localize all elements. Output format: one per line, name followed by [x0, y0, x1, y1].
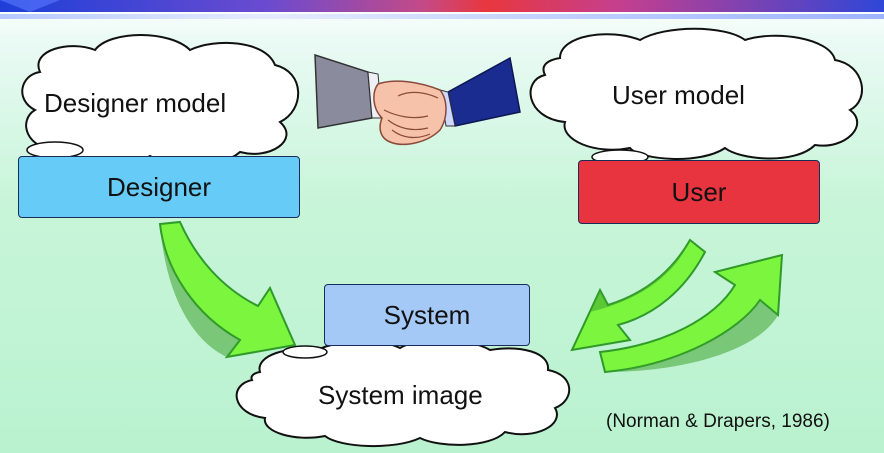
citation-text: (Norman & Drapers, 1986) — [606, 411, 830, 432]
designer-model-cloud — [21, 34, 300, 167]
system-box: System — [324, 284, 530, 346]
header-gradient-bar — [0, 0, 884, 12]
designer-model-label: Designer model — [44, 88, 227, 118]
star-decoration-icon — [0, 0, 60, 12]
designer-label: Designer — [106, 171, 212, 202]
header-accent-line — [0, 14, 884, 19]
user-label: User — [671, 176, 727, 207]
system-label: System — [383, 299, 471, 330]
system-image-label: System image — [318, 380, 483, 410]
user-box: User — [578, 160, 820, 224]
handshake-icon — [314, 53, 521, 146]
user-to-system-arrow — [570, 238, 707, 352]
designer-to-system-arrow — [158, 220, 297, 359]
system-to-user-arrow — [598, 253, 784, 374]
user-model-label: User model — [612, 80, 745, 110]
designer-box: Designer — [18, 156, 300, 218]
